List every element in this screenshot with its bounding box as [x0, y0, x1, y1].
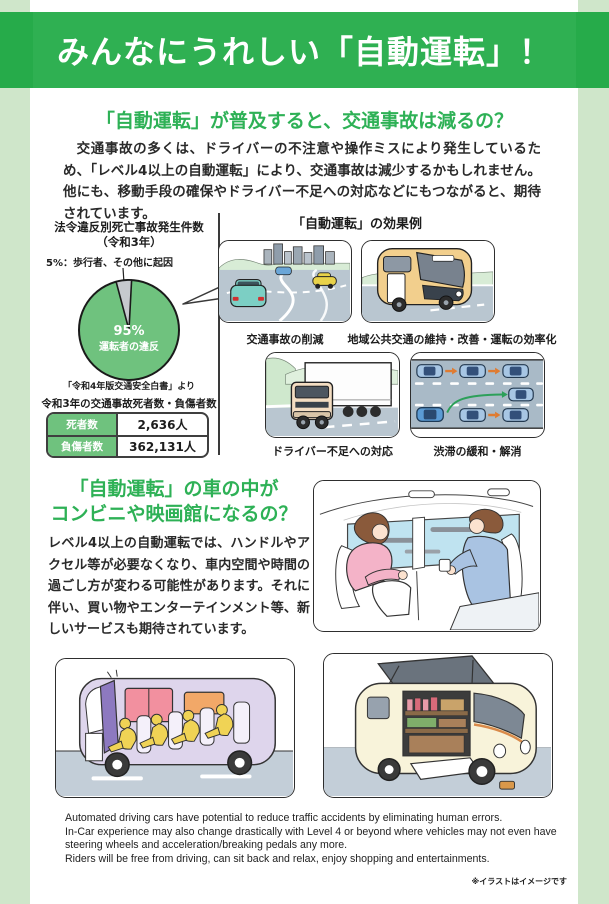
- caption-congestion-relief: 渋滞の緩和・解消: [433, 445, 522, 458]
- pie-center-percent: 95%: [113, 324, 144, 339]
- illustration-mobile-shop-van: [323, 653, 553, 798]
- effects-divider-line: [218, 213, 220, 455]
- callout-tail: [182, 284, 224, 305]
- caption-driver-shortage: ドライバー不足への対応: [272, 445, 393, 458]
- section1-heading: 「自動運転」が普及すると、交通事故は減るの？: [95, 110, 514, 132]
- pie-chart-title-line1: 法令違反別死亡事故発生件数: [54, 220, 204, 234]
- table-label-deaths: 死者数: [48, 414, 118, 435]
- right-frame-stripe: [578, 0, 609, 904]
- footer-line-3: steering wheels and acceleration/breakin…: [65, 839, 348, 852]
- footer-line-2: In-Car experience may also change drasti…: [65, 825, 557, 838]
- section1-body-text: 交通事故の多くは、ドライバーの不注意や操作ミスにより発生しているため、「レベル4…: [63, 141, 541, 222]
- footer-line-1: Automated driving cars have potential to…: [65, 812, 503, 824]
- header-banner: みんなにうれしい「自動運転」！: [0, 12, 609, 88]
- theater-bus-scene: [56, 659, 293, 796]
- pie-chart: 95% 運転者の違反: [78, 268, 180, 381]
- illustration-accident-reduction: [218, 240, 352, 323]
- mobile-shop-van-scene: [324, 654, 551, 796]
- table-value-injured: 362,131人: [129, 440, 196, 454]
- page-title: みんなにうれしい「自動運転」！: [56, 33, 552, 71]
- banner-left-edge: [0, 12, 33, 88]
- car-interior-scene: [314, 481, 539, 630]
- truck-scene: [266, 353, 398, 436]
- illustration-theater-bus: [55, 658, 295, 798]
- illustration-driver-shortage: [265, 352, 400, 438]
- caption-accident-reduction: 交通事故の削減: [246, 333, 324, 346]
- section1-body: 交通事故の多くは、ドライバーの不注意や操作ミスにより発生しているため、「レベル4…: [63, 139, 541, 225]
- casualty-table: 死者数 2,636人 負傷者数 362,131人: [46, 412, 209, 458]
- city-road-scene: [219, 241, 350, 321]
- table-row: 負傷者数 362,131人: [48, 435, 207, 456]
- table-row: 死者数 2,636人: [48, 414, 207, 435]
- illustration-disclaimer-note: ※イラストはイメージです: [471, 877, 567, 886]
- footer-english-text: Automated driving cars have potential to…: [65, 812, 575, 866]
- footer-line-4: Riders will be free from driving, can si…: [65, 852, 490, 865]
- illustration-congestion-relief: [410, 352, 545, 438]
- pie-chart-title: 法令違反別死亡事故発生件数 （令和3年）: [36, 220, 222, 250]
- pie-source-note: 「令和4年版交通安全白書」より: [62, 382, 196, 392]
- section2-heading-line2: コンビニや映画館になるの？: [50, 503, 298, 525]
- autonomous-bus-scene: [362, 241, 493, 321]
- caption-public-transport: 地域公共交通の維持・改善・運転の効率化: [347, 333, 557, 346]
- casualty-table-title: 令和3年の交通事故死者数・負傷者数: [41, 398, 217, 410]
- section2-heading-line1: 「自動運転」の車の中が: [69, 478, 279, 500]
- table-value-deaths: 2,636人: [137, 418, 188, 432]
- illustration-public-transport: [361, 240, 495, 323]
- illustration-car-interior: [313, 480, 541, 632]
- left-frame-stripe: [0, 0, 30, 904]
- congestion-diagram: [411, 353, 543, 436]
- pie-chart-title-line2: （令和3年）: [96, 235, 162, 249]
- banner-right-edge: [576, 12, 609, 88]
- pie-slice-label: 5%：歩行者、その他に起因: [46, 258, 173, 269]
- section2-body: レベル4以上の自動運転では、ハンドルやアクセル等が必要なくなり、車内空間や時間の…: [48, 536, 310, 637]
- section2-heading: 「自動運転」の車の中が コンビニや映画館になるの？: [38, 477, 310, 527]
- pie-center-text: 運転者の違反: [99, 340, 159, 353]
- table-label-injured: 負傷者数: [48, 437, 118, 456]
- effects-title: 「自動運転」の効果例: [291, 217, 422, 232]
